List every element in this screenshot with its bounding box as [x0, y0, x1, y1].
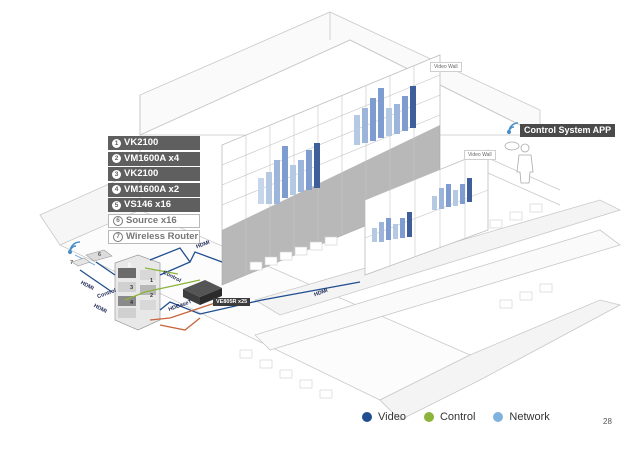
device-label: VM1600A x4	[124, 152, 180, 164]
legend: Video Control Network	[362, 411, 550, 423]
device-number-badge: 7	[113, 231, 123, 242]
legend-label: Video	[378, 411, 406, 423]
wireless-router	[71, 257, 91, 267]
receiver-box	[183, 280, 222, 305]
marker-6: 6	[98, 252, 102, 258]
source-device	[85, 249, 113, 262]
page-number: 28	[603, 417, 612, 426]
control-paths	[124, 267, 201, 301]
marker-4: 4	[130, 300, 134, 306]
device-label: Wireless Router	[126, 230, 199, 242]
legend-swatch	[362, 412, 372, 422]
marker-1: 1	[150, 278, 154, 284]
device-number-badge: 3	[112, 169, 121, 179]
device-label: VK2100	[124, 168, 159, 180]
legend-swatch	[423, 412, 434, 422]
main-video-wall	[221, 54, 441, 286]
wifi-icon	[67, 241, 81, 255]
video-wall-side-label: Video Wall	[464, 150, 496, 160]
device-label: Source x16	[126, 214, 177, 226]
legend-item: Video	[362, 411, 406, 423]
device-label: VM1600A x2	[124, 183, 180, 195]
marker-2: 2	[150, 293, 154, 299]
wifi-icon-app	[506, 122, 519, 135]
legend-label: Network	[509, 411, 550, 423]
legend-swatch	[493, 412, 504, 422]
device-label: VS146 x16	[124, 199, 172, 211]
marker-5: 5	[128, 263, 132, 269]
equipment-rack	[114, 254, 161, 331]
seating-rows	[239, 203, 553, 399]
legend-item: Network	[493, 411, 550, 423]
device-number-badge: 1	[112, 138, 121, 148]
wall-bar-graphic	[258, 86, 416, 204]
device-label: VK2100	[124, 137, 159, 148]
receiver-label: VE805R x25	[213, 298, 251, 306]
device-number-badge: 6	[113, 215, 123, 226]
hdbaset-paths	[149, 302, 216, 331]
video-paths	[79, 247, 361, 315]
marker-3: 3	[130, 285, 134, 291]
device-number-badge: 5	[112, 200, 121, 210]
device-number-badge: 4	[112, 185, 121, 195]
operator-figure	[504, 141, 534, 184]
control-system-app-label: Control System APP	[520, 124, 616, 137]
legend-item: Control	[423, 411, 476, 423]
side-video-wall	[364, 149, 489, 276]
legend-label: Control	[439, 411, 476, 423]
video-wall-main-label: Video Wall	[430, 62, 462, 72]
building-outline	[39, 11, 622, 421]
marker-7: 7	[70, 260, 74, 266]
device-number-badge: 2	[112, 154, 121, 164]
